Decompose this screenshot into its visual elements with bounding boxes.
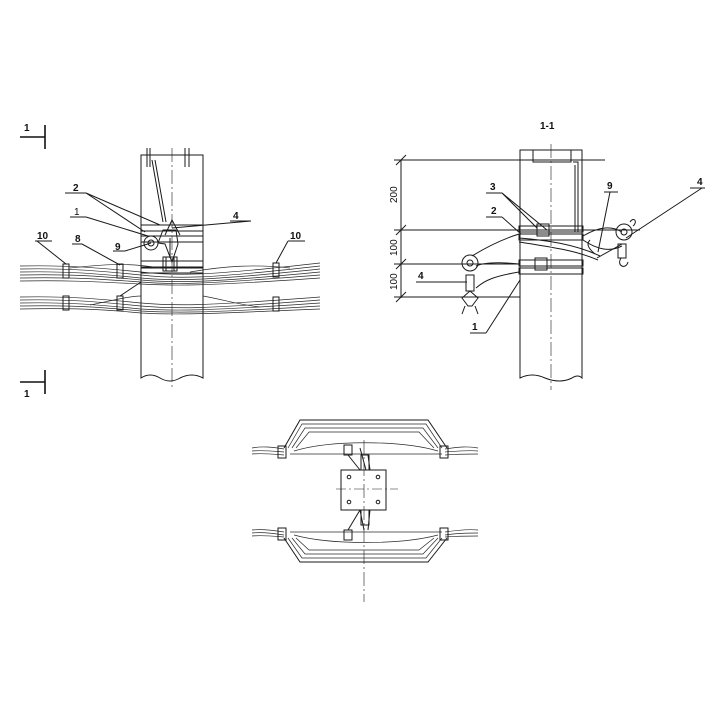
section-marker-top: 1 bbox=[20, 123, 46, 149]
front-callout-1: 1 bbox=[74, 207, 80, 218]
side-callout-1: 1 bbox=[472, 322, 478, 333]
side-left-hook-ring bbox=[461, 254, 479, 272]
side-callout-4-left: 4 bbox=[418, 271, 424, 282]
plan-lower-cable bbox=[251, 529, 479, 563]
plan-view bbox=[251, 419, 479, 602]
side-callout-2: 2 bbox=[491, 206, 497, 217]
side-callout-4-right: 4 bbox=[697, 177, 703, 188]
side-view: 1-1 200 100 100 bbox=[389, 121, 705, 390]
front-upper-cable bbox=[19, 262, 321, 286]
front-callout-10-left: 10 bbox=[37, 231, 49, 242]
front-callout-2: 2 bbox=[73, 183, 79, 194]
side-right-hook-ring bbox=[615, 223, 633, 241]
dimension-100-lower: 100 bbox=[389, 273, 400, 290]
section-marker-top-label: 1 bbox=[24, 123, 30, 134]
front-lower-cable bbox=[19, 295, 321, 315]
front-view: 2 1 4 10 8 9 10 bbox=[19, 148, 321, 390]
front-callout-10-right: 10 bbox=[290, 231, 302, 242]
section-title: 1-1 bbox=[540, 121, 555, 132]
front-callout-8: 8 bbox=[75, 234, 81, 245]
front-callout-9: 9 bbox=[115, 242, 121, 253]
front-callout-4: 4 bbox=[233, 211, 239, 222]
section-marker-bottom: 1 bbox=[20, 370, 46, 400]
side-callout-3: 3 bbox=[490, 182, 496, 193]
side-callout-9: 9 bbox=[607, 181, 613, 192]
plan-upper-cable bbox=[251, 419, 479, 456]
dimension-200: 200 bbox=[389, 186, 400, 203]
section-marker-bottom-label: 1 bbox=[24, 389, 30, 400]
dimension-100-upper: 100 bbox=[389, 239, 400, 256]
